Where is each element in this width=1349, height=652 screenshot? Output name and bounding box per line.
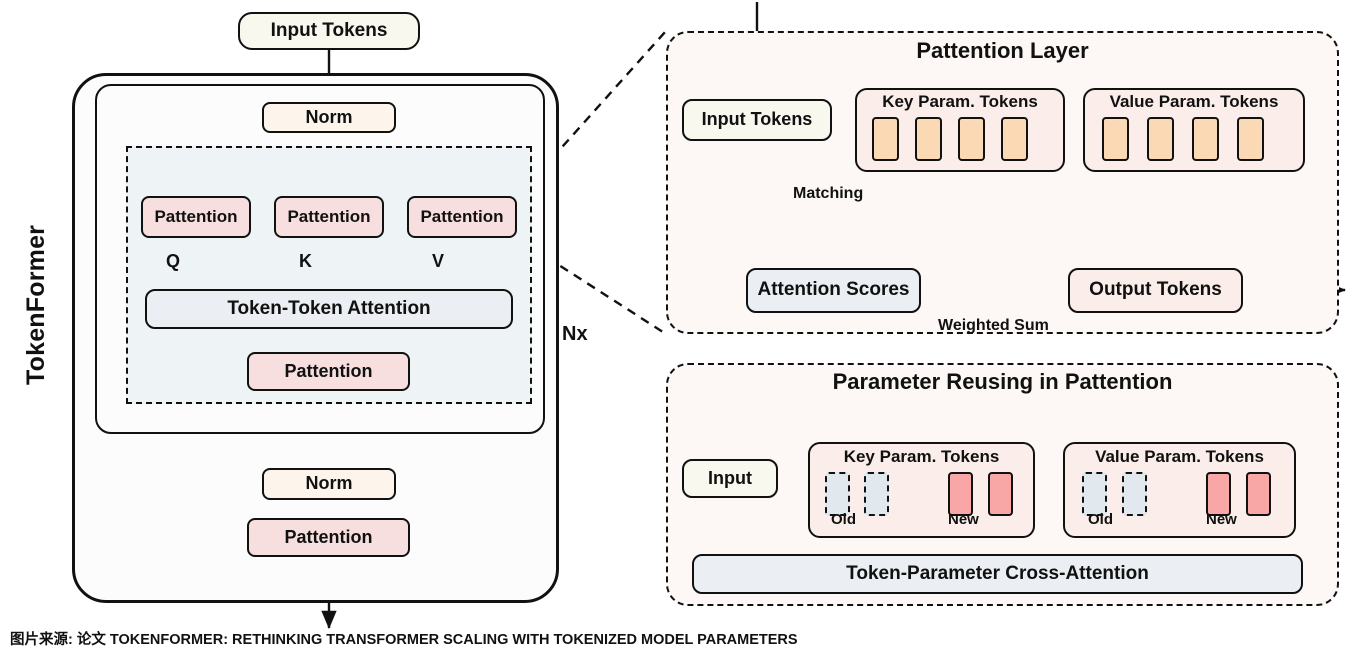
token-parameter-cross-attention-box[interactable]: Token-Parameter Cross-Attention	[692, 554, 1303, 594]
pattention-layer-title: Pattention Layer	[916, 38, 1089, 63]
key-param-tokens-title: Key Param. Tokens	[882, 92, 1038, 111]
figure-caption: 图片来源: 论文 TOKENFORMER: RETHINKING TRANSFO…	[10, 632, 798, 648]
weighted-sum-label: Weighted Sum	[938, 317, 1049, 334]
pattention-input-tokens-box[interactable]: Input Tokens	[682, 99, 832, 141]
pattention-box-v[interactable]: Pattention	[407, 196, 517, 238]
reuse-value-param-title: Value Param. Tokens	[1095, 447, 1264, 466]
value-param-token-tile	[1192, 117, 1219, 161]
reusing-input-box[interactable]: Input	[682, 459, 778, 498]
new-key-param-tile	[948, 472, 973, 516]
norm-box-2[interactable]: Norm	[262, 468, 396, 500]
key-param-token-tile	[915, 117, 942, 161]
repeat-count-label: Nx	[562, 323, 588, 345]
old-key-param-tile	[825, 472, 850, 516]
key-param-token-tile	[872, 117, 899, 161]
norm-box-1[interactable]: Norm	[262, 102, 396, 133]
pattention-box-out[interactable]: Pattention	[247, 352, 410, 391]
value-param-tokens-title: Value Param. Tokens	[1109, 92, 1279, 111]
input-tokens-box[interactable]: Input Tokens	[238, 12, 420, 50]
matching-label: Matching	[793, 185, 864, 202]
old-value-param-tile	[1122, 472, 1147, 516]
edge-label-q: Q	[166, 251, 181, 271]
new-value-label: New	[1206, 511, 1237, 528]
edge-label-v: V	[432, 251, 445, 271]
pattention-box-ffn[interactable]: Pattention	[247, 518, 410, 557]
token-token-attention-box[interactable]: Token-Token Attention	[145, 289, 513, 329]
value-param-token-tile	[1147, 117, 1174, 161]
attention-scores-box[interactable]: Attention Scores	[746, 268, 921, 313]
old-key-label: Old	[831, 511, 856, 528]
edge-label-k: K	[299, 251, 312, 271]
old-value-label: Old	[1088, 511, 1113, 528]
old-key-param-tile	[864, 472, 889, 516]
value-param-token-tile	[1102, 117, 1129, 161]
tokenformer-side-label: TokenFormer	[22, 224, 50, 385]
new-value-param-tile	[1206, 472, 1231, 516]
reuse-key-param-title: Key Param. Tokens	[843, 447, 1000, 466]
parameter-reusing-title: Parameter Reusing in Pattention	[832, 369, 1173, 394]
pattention-box-q[interactable]: Pattention	[141, 196, 251, 238]
key-param-token-tile	[958, 117, 985, 161]
value-param-token-tile	[1237, 117, 1264, 161]
new-key-label: New	[948, 511, 979, 528]
new-key-param-tile	[988, 472, 1013, 516]
output-tokens-box[interactable]: Output Tokens	[1068, 268, 1243, 313]
key-param-token-tile	[1001, 117, 1028, 161]
new-value-param-tile	[1246, 472, 1271, 516]
pattention-box-k[interactable]: Pattention	[274, 196, 384, 238]
old-value-param-tile	[1082, 472, 1107, 516]
